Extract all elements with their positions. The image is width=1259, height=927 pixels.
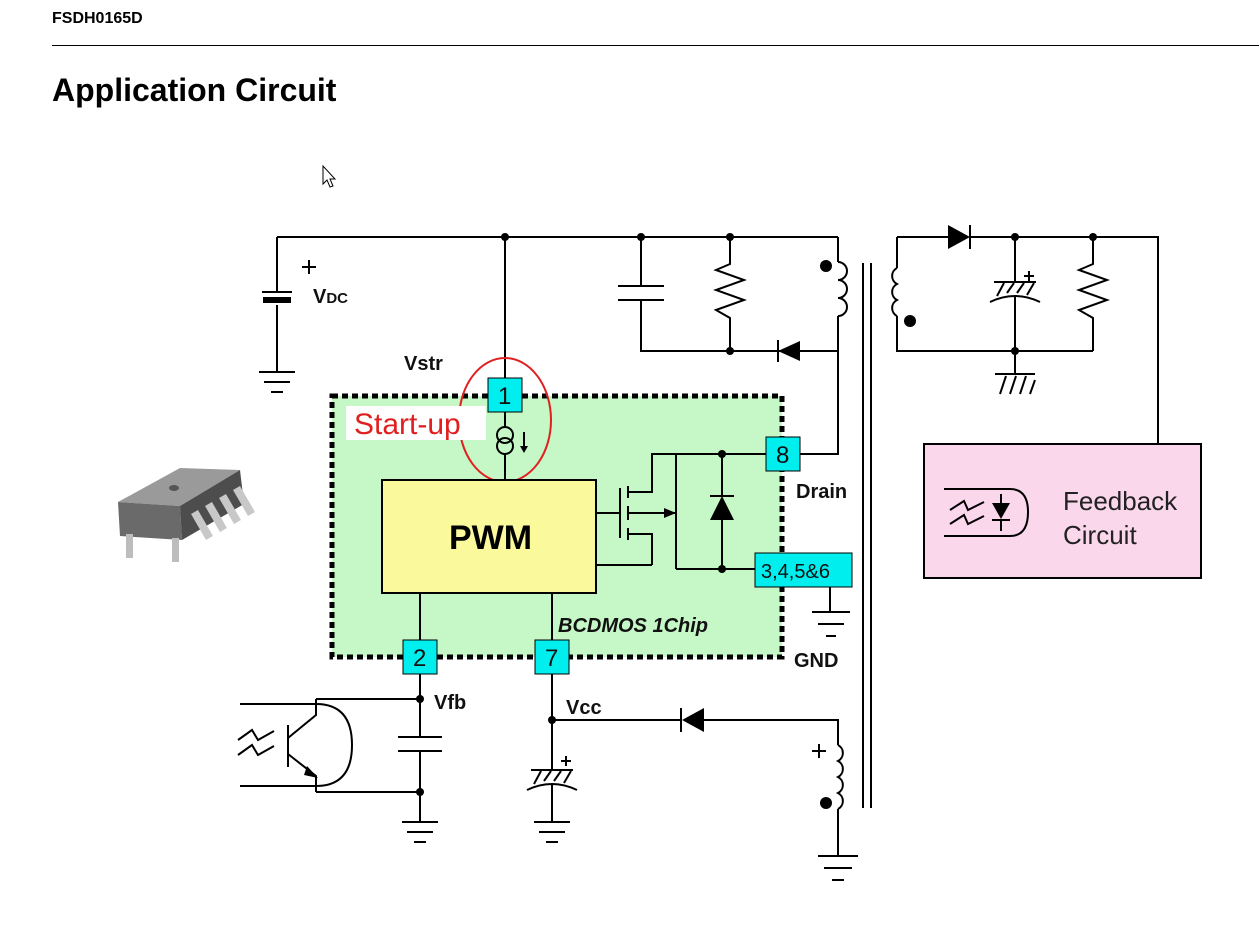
pin-3456 xyxy=(754,552,853,588)
startup-label-bg xyxy=(346,406,486,440)
gnd-symbol xyxy=(812,587,850,637)
dip8-package-icon xyxy=(118,468,255,562)
feedback-label-line1: Feedback xyxy=(1063,486,1178,516)
startup-label: Start-up xyxy=(354,408,461,441)
gnd-label: GND xyxy=(794,650,838,672)
feedback-opto-icon xyxy=(944,488,1030,537)
pin-1 xyxy=(487,377,523,413)
mouse-cursor-icon xyxy=(322,164,337,188)
vdc-label: VDC xyxy=(313,286,348,308)
vfb-network xyxy=(316,674,442,843)
optocoupler-icon xyxy=(237,699,354,792)
doc-id: FSDH0165D xyxy=(52,10,143,27)
power-mosfet xyxy=(596,450,766,573)
vcc-network xyxy=(526,674,839,843)
vdc-source xyxy=(259,237,316,393)
pin-1-label: 1 xyxy=(498,383,511,410)
pin-8 xyxy=(765,436,801,472)
pwm-block xyxy=(381,479,597,594)
vcc-label: Vcc xyxy=(566,697,602,719)
page-title: Application Circuit xyxy=(52,72,337,108)
vstr-label: Vstr xyxy=(404,353,443,375)
drain-label: Drain xyxy=(796,481,847,503)
feedback-label-line2: Circuit xyxy=(1063,520,1137,550)
chip-label: BCDMOS 1Chip xyxy=(558,615,708,637)
auxiliary-winding xyxy=(812,744,858,881)
snubber-network xyxy=(618,237,838,362)
header-rule xyxy=(52,45,1259,46)
vfb-label: Vfb xyxy=(434,692,466,714)
feedback-circuit-block xyxy=(923,443,1202,579)
transformer-core xyxy=(862,263,872,808)
pin-3456-label: 3,4,5&6 xyxy=(761,561,830,583)
pin-8-label: 8 xyxy=(776,442,789,469)
pwm-label: PWM xyxy=(449,519,532,557)
pin-7-label: 7 xyxy=(545,645,558,672)
pin-2-label: 2 xyxy=(413,645,426,672)
transformer-primary xyxy=(798,237,848,455)
secondary-output xyxy=(891,225,1159,444)
